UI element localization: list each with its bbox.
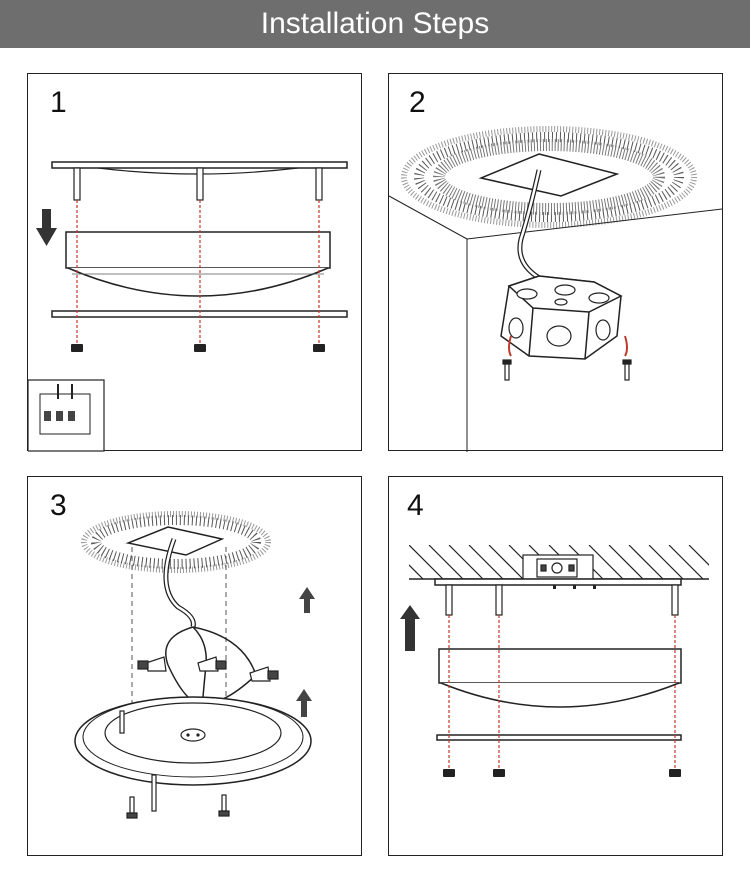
threaded-studs (73, 167, 323, 201)
step-3-illustration (74, 511, 315, 819)
wire-nuts (137, 656, 279, 682)
room-corner (389, 195, 723, 452)
fixture-body (438, 648, 682, 684)
fixture-lens (67, 267, 329, 297)
mounting-plate (434, 578, 682, 586)
junction-box (522, 554, 594, 580)
step-4-panel: 4 (388, 476, 723, 856)
fixture-lens (440, 682, 680, 708)
mounting-plate (51, 161, 348, 169)
threaded-studs (445, 584, 679, 616)
fixture-body (65, 231, 331, 269)
step-number: 3 (50, 489, 67, 522)
cap-nuts (443, 769, 681, 777)
step-1-panel: 1 (27, 73, 362, 452)
step-2-illustration (389, 126, 723, 452)
step-number: 4 (407, 489, 424, 522)
down-arrow-icon (36, 209, 57, 246)
trim-bar (436, 734, 682, 741)
step-1-illustration (28, 161, 348, 452)
page-title: Installation Steps (0, 0, 750, 48)
alignment-guides (76, 200, 320, 346)
cap-nuts (71, 344, 325, 352)
up-arrow-icon (296, 587, 315, 717)
step-number: 1 (50, 86, 67, 119)
mounting-screws (502, 359, 632, 381)
step-3-panel: 3 (27, 476, 362, 856)
alignment-guides (448, 615, 676, 771)
step-4-illustration (400, 545, 709, 777)
up-arrow-icon (400, 605, 420, 651)
threaded-studs (119, 710, 157, 812)
mounting-screws (126, 794, 230, 819)
wiring-inset (28, 379, 105, 452)
alignment-guides (131, 547, 227, 707)
knockout-holes (508, 284, 611, 347)
step-2-panel: 2 (388, 73, 723, 452)
ceiling-opening (478, 153, 620, 197)
step-number: 2 (409, 86, 426, 119)
